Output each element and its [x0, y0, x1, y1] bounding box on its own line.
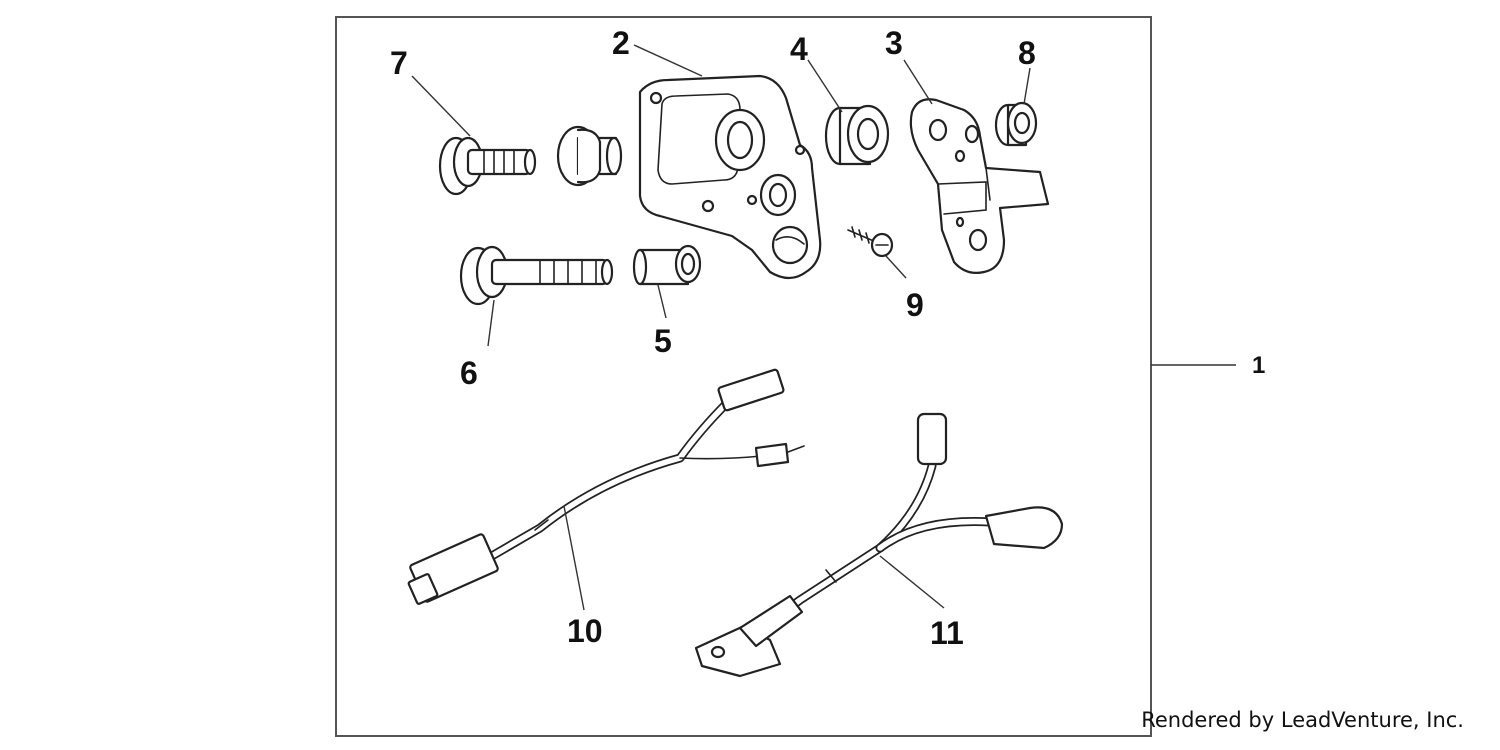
callout-2: 2: [612, 25, 630, 61]
callout-9: 9: [906, 287, 924, 323]
part-9-screw[interactable]: [847, 226, 894, 258]
callout-8: 8: [1018, 35, 1036, 71]
callouts: 1 2 3 4 5 6 7 8 9 10 11: [390, 25, 1265, 651]
leader-lines: [411, 44, 1236, 611]
callout-5: 5: [654, 323, 672, 359]
part-11-sub-harness[interactable]: [694, 412, 1064, 678]
callout-10: 10: [567, 613, 603, 649]
part-2-bracket[interactable]: [638, 74, 822, 280]
part-5-spacer[interactable]: [632, 244, 702, 286]
callout-11: 11: [930, 615, 964, 651]
part-3-stay[interactable]: [909, 98, 1050, 274]
callout-7: 7: [390, 45, 408, 81]
render-credit: Rendered by LeadVenture, Inc.: [1141, 708, 1464, 732]
part-4-grommet[interactable]: [824, 104, 890, 166]
kit-frame: [335, 16, 1152, 737]
part-6-long-bolt[interactable]: [459, 245, 614, 306]
collar-short[interactable]: [556, 125, 623, 187]
callout-4: 4: [790, 31, 808, 67]
part-7-short-bolt[interactable]: [438, 136, 537, 196]
callout-6: 6: [460, 355, 478, 391]
part-10-sub-harness[interactable]: [407, 368, 805, 605]
part-8-collar[interactable]: [994, 101, 1038, 147]
callout-3: 3: [885, 25, 903, 61]
callout-1: 1: [1252, 352, 1265, 379]
